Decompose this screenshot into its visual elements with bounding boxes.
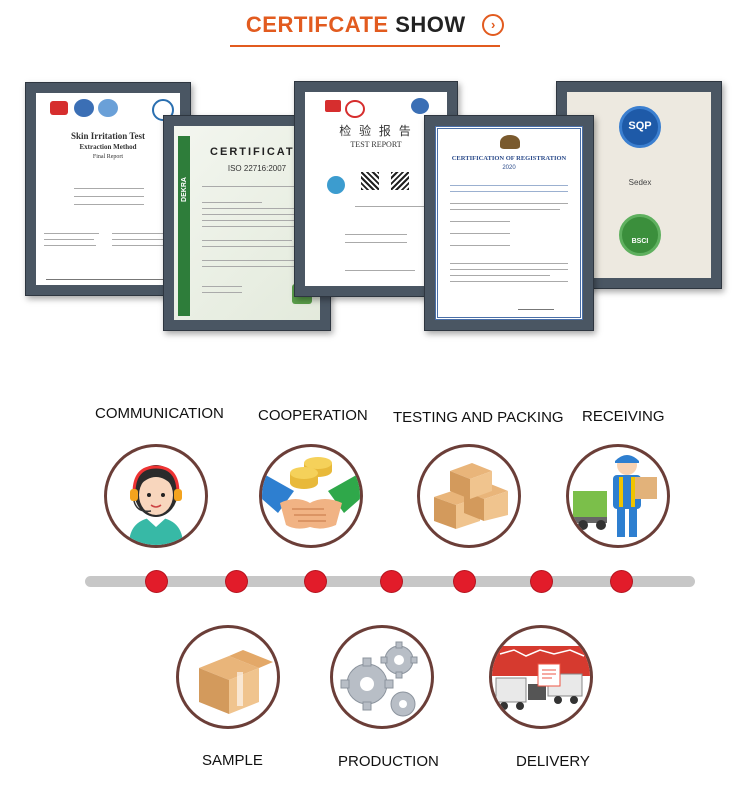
delivery-man-icon bbox=[573, 455, 657, 537]
cert-title: CERTIFICATION OF REGISTRATION bbox=[451, 155, 567, 162]
qr-code-icon bbox=[361, 172, 379, 190]
certificate-registration: CERTIFICATION OF REGISTRATION 2020 bbox=[424, 115, 594, 331]
production-circle bbox=[330, 625, 434, 729]
ma-logo-icon bbox=[325, 100, 341, 112]
ma-logo-icon bbox=[50, 101, 68, 115]
bsci-seal-icon bbox=[619, 214, 661, 256]
bsci-label: BSCI bbox=[631, 238, 649, 245]
timeline-dot bbox=[531, 571, 552, 592]
cnas-logo-icon bbox=[411, 98, 429, 114]
cert-standard: ISO 22716:2007 bbox=[227, 164, 287, 173]
section-header: CERTIFCATE SHOW › bbox=[0, 12, 750, 38]
step-label-cooperation: COOPERATION bbox=[258, 407, 368, 424]
title-highlight: CERTIFCATE bbox=[245, 12, 389, 37]
gears-icon bbox=[340, 641, 418, 717]
timeline-dot bbox=[454, 571, 475, 592]
title-underline bbox=[230, 45, 500, 47]
cooperation-circle bbox=[259, 444, 363, 548]
timeline-dot bbox=[381, 571, 402, 592]
eagle-emblem-icon bbox=[500, 135, 520, 149]
cert-title: Skin Irritation Test bbox=[70, 131, 146, 141]
step-label-sample: SAMPLE bbox=[202, 752, 263, 769]
receiving-circle bbox=[566, 444, 670, 548]
section-title: CERTIFCATE SHOW bbox=[246, 12, 466, 38]
ilac-logo-icon bbox=[98, 99, 118, 117]
stamp-icon bbox=[327, 176, 345, 194]
handshake-coins-icon bbox=[262, 457, 360, 529]
timeline-dot bbox=[305, 571, 326, 592]
title-rest: SHOW bbox=[388, 12, 466, 37]
sample-circle bbox=[176, 625, 280, 729]
open-box-icon bbox=[199, 650, 273, 714]
testing-packing-circle bbox=[417, 444, 521, 548]
timeline-dot bbox=[226, 571, 247, 592]
sedex-logo: Sedex bbox=[628, 178, 652, 187]
step-label-communication: COMMUNICATION bbox=[95, 405, 224, 422]
cert-subtitle: TEST REPORT bbox=[350, 140, 402, 149]
ca-logo-icon bbox=[345, 100, 365, 118]
sqp-label: SQP bbox=[628, 120, 652, 132]
step-label-delivery: DELIVERY bbox=[516, 753, 590, 770]
arrow-right-icon[interactable]: › bbox=[482, 14, 505, 36]
qr-code-icon bbox=[391, 172, 409, 190]
dekra-stripe bbox=[178, 136, 190, 316]
cardboard-boxes-icon bbox=[434, 463, 508, 529]
communication-circle bbox=[104, 444, 208, 548]
step-label-testing-packing: TESTING AND PACKING bbox=[393, 409, 564, 426]
delivery-trucks-icon bbox=[492, 646, 590, 710]
cert-year: 2020 bbox=[502, 165, 516, 171]
cert-subtitle-2: Final Report bbox=[92, 154, 124, 160]
cert-subtitle: Extraction Method bbox=[79, 143, 137, 151]
headset-agent-icon bbox=[129, 465, 183, 545]
cnas-logo-icon bbox=[74, 99, 94, 117]
cert-title: 检 验 报 告 bbox=[339, 124, 413, 138]
sqp-seal-icon bbox=[619, 106, 661, 148]
timeline-dot bbox=[146, 571, 167, 592]
step-label-production: PRODUCTION bbox=[338, 753, 439, 770]
dekra-brand: DEKRA bbox=[180, 177, 188, 202]
timeline-dot bbox=[611, 571, 632, 592]
step-label-receiving: RECEIVING bbox=[582, 408, 665, 425]
cert-title: CERTIFICATE bbox=[210, 146, 304, 158]
delivery-circle bbox=[489, 625, 593, 729]
